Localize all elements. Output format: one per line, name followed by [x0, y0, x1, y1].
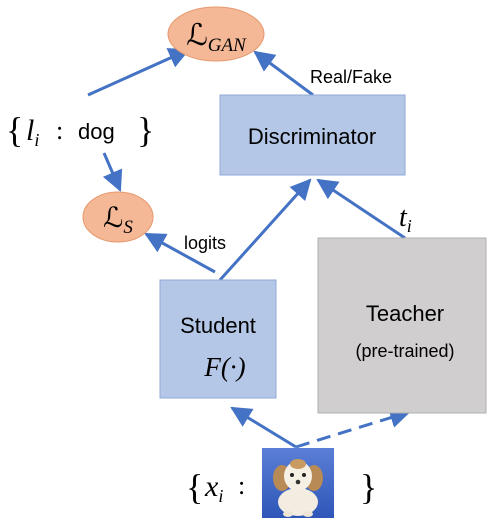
real-fake-label: Real/Fake — [310, 67, 392, 87]
input-set-colon: : — [238, 471, 245, 500]
gan-loss-ellipse — [167, 6, 265, 62]
arrow-teacher-to-discriminator — [316, 178, 406, 240]
student-function-label: F(·) — [203, 352, 245, 382]
label-set-open-brace: { — [6, 110, 23, 150]
student-loss-label: ℒS — [103, 203, 133, 238]
arrows — [87, 48, 412, 449]
arrow-discriminator-to-gan-loss — [253, 50, 314, 97]
arrow-labels-to-student-loss — [102, 152, 123, 192]
arrow-input-to-teacher — [295, 407, 412, 449]
input-set-close-brace: } — [360, 467, 377, 507]
student-loss-node: ℒS — [82, 191, 154, 243]
student-label: Student — [180, 313, 256, 338]
puppy-photo-icon — [262, 448, 334, 518]
label-set-variable: li — [26, 114, 39, 150]
discriminator-label: Discriminator — [248, 124, 376, 149]
label-set-colon: : — [56, 116, 63, 145]
student-loss-ellipse — [82, 191, 154, 243]
teacher-label: Teacher — [366, 301, 444, 326]
input-set-variable: xi — [204, 470, 223, 506]
student-box — [159, 279, 277, 399]
gan-loss-label: ℒGAN — [186, 19, 247, 56]
label-set-value: dog — [78, 119, 115, 144]
input-set: { xi : } — [186, 448, 377, 518]
arrow-labels-to-gan-loss — [87, 48, 190, 97]
arrow-student-to-student-loss — [144, 232, 216, 274]
gan-loss-node: ℒGAN — [167, 6, 265, 62]
discriminator-box — [219, 94, 406, 176]
arrow-student-to-discriminator — [218, 178, 312, 282]
teacher-sublabel: (pre-trained) — [355, 341, 454, 361]
logits-label: logits — [184, 233, 226, 253]
teacher-output-label: ti — [399, 202, 412, 236]
label-set-close-brace: } — [137, 110, 154, 150]
input-set-open-brace: { — [186, 467, 203, 507]
student-node: Student F(·) — [159, 279, 277, 399]
label-set: { li : dog } — [6, 110, 154, 150]
arrow-input-to-student — [230, 406, 297, 449]
discriminator-node: Discriminator — [219, 94, 406, 176]
teacher-box — [317, 237, 487, 414]
teacher-node: Teacher (pre-trained) — [317, 237, 487, 414]
